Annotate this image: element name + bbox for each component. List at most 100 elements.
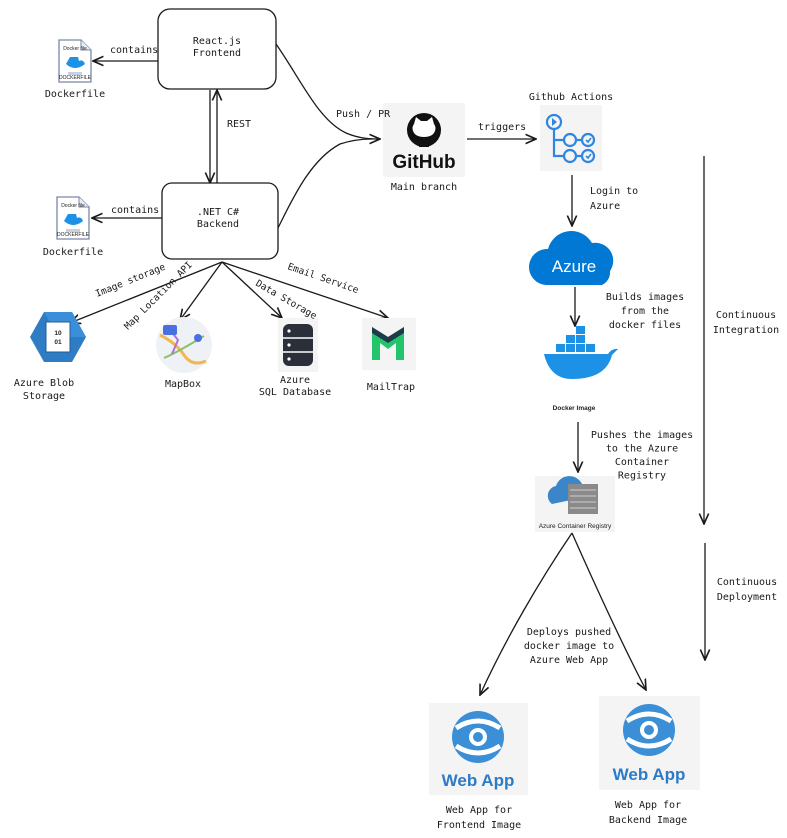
webapp-icon <box>452 711 504 763</box>
github-label: Main branch <box>391 182 457 193</box>
container-registry-icon <box>547 476 598 514</box>
text-line: Continuous <box>717 577 777 588</box>
dockerfile-top-label: Dockerfile <box>45 89 105 100</box>
text-line: Web App for <box>446 805 512 816</box>
docker-image-node: Docker Image <box>544 326 618 412</box>
text-line: 01 <box>54 339 62 346</box>
github-logo-text: GitHub <box>392 152 455 173</box>
text-line: Storage <box>23 391 65 402</box>
edge-label-builds: Builds images from the docker files <box>606 292 684 331</box>
text-line: Frontend Image <box>437 820 521 831</box>
azure-cloud-icon <box>528 231 614 285</box>
mailtrap-label: MailTrap <box>367 382 415 393</box>
dockerfile-icon: Docker file DOCKERFILE <box>56 196 90 240</box>
text-line: Azure Blob <box>14 378 74 389</box>
text-line: Container <box>615 457 669 468</box>
text-line: Azure <box>280 375 310 386</box>
edge-backend-blob <box>70 261 223 323</box>
edge-label-email-service: Email Service <box>286 261 360 296</box>
text-line: Web App for <box>615 800 681 811</box>
edge-frontend-github <box>275 43 380 139</box>
edge-label-login: Login to Azure <box>590 186 638 212</box>
azure-logo-text: Azure <box>552 257 596 276</box>
text-line: Pushes the images <box>591 430 693 441</box>
edge-backend-sql <box>221 261 282 318</box>
azure-node: Azure <box>528 231 614 285</box>
edge-backend-mapbox <box>180 261 223 320</box>
mailtrap-icon <box>372 327 404 360</box>
github-icon <box>407 113 441 147</box>
dockerfile-icon-title: Docker file <box>63 46 87 52</box>
text-line: SQL Database <box>259 387 331 398</box>
edge-label-deploys: Deploys pushed docker image to Azure Web A… <box>524 627 614 666</box>
text-line: Deployment <box>717 592 777 603</box>
dockerfile-top: Docker file DOCKERFILE Dockerfile <box>45 39 105 100</box>
edge-backend-github <box>277 138 373 229</box>
edge-label-contains-bottom: contains <box>111 205 159 216</box>
webapp-backend-logo-text: Web App <box>613 765 686 784</box>
webapp-icon <box>623 704 675 756</box>
dockerfile-icon-caption: DOCKERFILE <box>59 75 92 81</box>
dockerfile-bottom: Docker file DOCKERFILE Dockerfile <box>43 196 103 258</box>
text-line: Integration <box>713 325 779 336</box>
text-line: Builds images <box>606 292 684 303</box>
dockerfile-bottom-label: Dockerfile <box>43 247 103 258</box>
text-line: Azure <box>590 201 620 212</box>
edge-registry-webapp-backend <box>571 532 646 690</box>
text-line: Backend Image <box>609 815 687 826</box>
connectors <box>70 43 705 695</box>
edge-label-contains-top: contains <box>110 45 158 56</box>
dockerfile-icon-title: Docker file <box>61 203 85 209</box>
text-line: Deploys pushed <box>527 627 611 638</box>
text-line: Backend <box>197 219 239 230</box>
text-line: Frontend <box>193 48 241 59</box>
mapbox-node: MapBox <box>156 317 212 390</box>
edge-backend-mailtrap <box>221 261 388 318</box>
github-actions-icon <box>545 113 596 164</box>
container-registry-label: Azure Container Registry <box>539 523 612 530</box>
text-line: docker image to <box>524 641 614 652</box>
mapbox-label: MapBox <box>165 379 201 390</box>
backend-label: .NET C#Backend <box>197 207 239 230</box>
dockerfile-icon-caption: DOCKERFILE <box>57 232 90 238</box>
backend-node: .NET C#Backend <box>161 182 279 260</box>
text-line: Azure Web App <box>530 655 608 666</box>
github-actions-label: Github Actions <box>529 92 613 103</box>
text-line: Login to <box>590 186 638 197</box>
docker-image-label: Docker Image <box>553 405 596 412</box>
github-node: GitHub Main branch <box>383 103 465 193</box>
github-actions-node: Github Actions <box>529 92 613 171</box>
dockerfile-icon: Docker file DOCKERFILE <box>58 39 92 83</box>
text-line: Registry <box>618 471 666 482</box>
text-line: .NET C# <box>197 207 239 218</box>
edge-label-rest: REST <box>227 119 251 130</box>
edge-label-triggers: triggers <box>478 122 526 133</box>
edge-registry-webapp-frontend <box>480 532 573 695</box>
sql-database-icon <box>283 324 313 366</box>
text-line: docker files <box>609 320 681 331</box>
container-registry-node: Azure Container Registry <box>535 476 615 532</box>
text-line: React.js <box>193 36 241 47</box>
mailtrap-node: MailTrap <box>362 318 416 393</box>
text-line: from the <box>621 306 669 317</box>
text-line: 10 <box>54 330 62 337</box>
edge-label-push-pr: Push / PR <box>336 109 391 120</box>
text-line: Continuous <box>716 310 776 321</box>
text-line: to the Azure <box>606 444 678 455</box>
webapp-frontend-logo-text: Web App <box>442 771 515 790</box>
